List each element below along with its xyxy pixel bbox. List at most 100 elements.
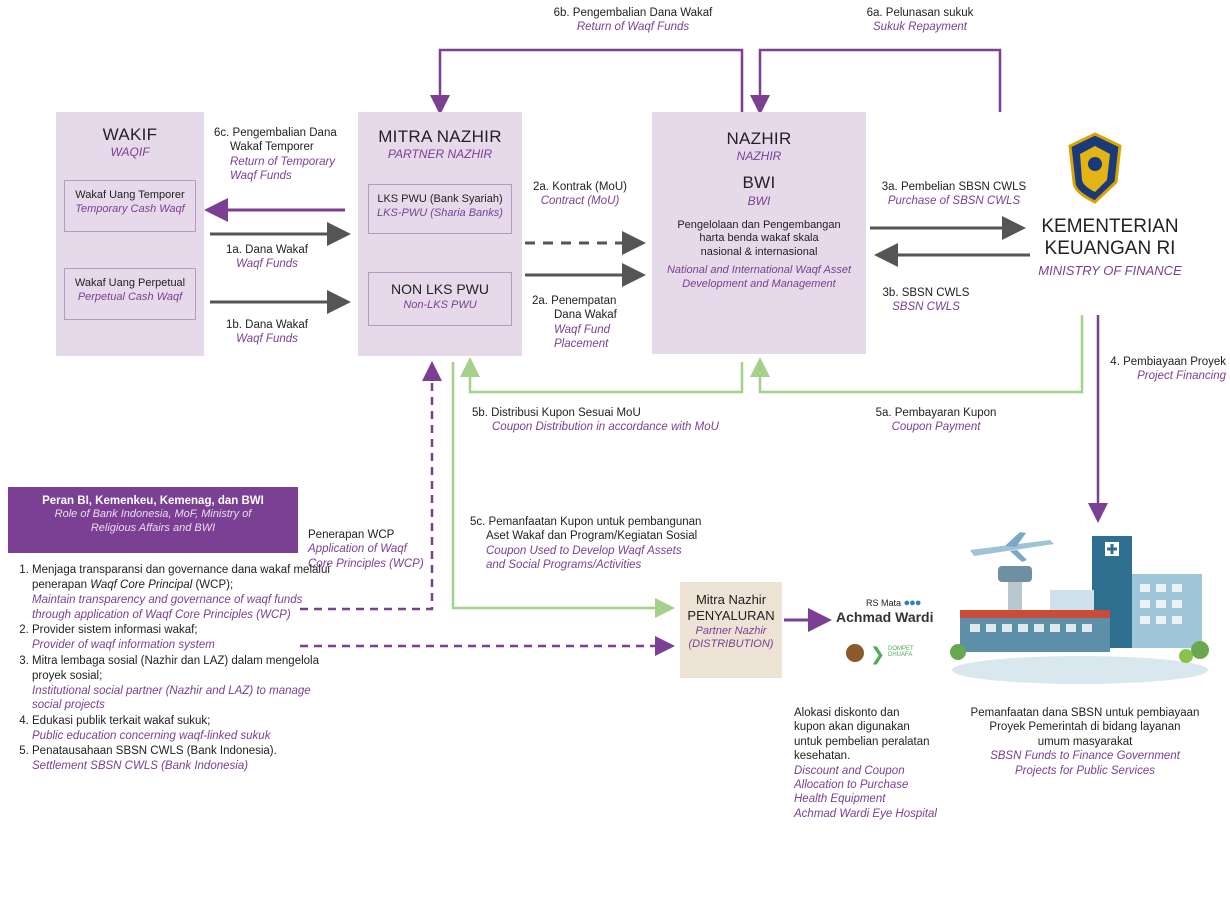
label-3a-id: 3a. Pembelian SBSN CWLS [881, 181, 1027, 193]
nazhir-bwi-box: NAZHIR NAZHIR BWI BWI Pengelolaan dan Pe… [652, 112, 866, 354]
sbsn-use-en-2: Projects for Public Services [1015, 764, 1155, 777]
label-wcp-id: Penerapan WCP [308, 529, 395, 541]
lks-pwu-id: LKS PWU (Bank Syariah) [377, 193, 503, 205]
label-4-id: 4. Pembiayaan Proyek [1110, 356, 1226, 368]
nazhir-desc-1: Pengelolaan dan Pengembangan [677, 218, 841, 231]
nazhir-desc-en-1: National and International Waqf Asset [666, 263, 852, 276]
label-5c-id2: Aset Wakaf dan Program/Kegiatan Sosial [486, 530, 698, 543]
label-6b: 6b. Pengembalian Dana Wakaf Return of Wa… [528, 6, 738, 35]
nazhir-desc-en-2: Development and Management [682, 277, 836, 290]
roles-en-2: Religious Affairs and BWI [90, 522, 216, 535]
roles-item-5-id: Penatausahaan SBSN CWLS (Bank Indonesia)… [32, 745, 277, 758]
bwi-title: BWI [742, 173, 776, 193]
roles-item-1-tail: (WCP); [192, 579, 234, 592]
temporary-cash-waqf-box: Wakaf Uang Temporer Temporary Cash Waqf [64, 180, 196, 232]
label-1b: 1b. Dana Wakaf Waqf Funds [212, 318, 322, 347]
roles-item-1-en: Maintain transparency and governance of … [32, 594, 303, 621]
label-2a-placement-id2: Dana Wakaf [554, 309, 617, 322]
label-3b: 3b. SBSN CWLS SBSN CWLS [866, 286, 986, 315]
non-lks-pwu-en: Non-LKS PWU [403, 298, 477, 311]
non-lks-pwu-box: NON LKS PWU Non-LKS PWU [368, 272, 512, 326]
perpetual-cash-waqf-en: Perpetual Cash Waqf [77, 290, 183, 303]
mitra-nazhir-title: MITRA NAZHIR [378, 127, 502, 146]
mitra-nazhir-box: MITRA NAZHIR PARTNER NAZHIR LKS PWU (Ban… [358, 112, 522, 356]
discount-en-3: Health Equipment [794, 793, 886, 806]
label-5c-en2: and Social Programs/Activities [486, 559, 642, 572]
mitra-nazhir-subtitle: PARTNER NAZHIR [387, 147, 493, 162]
roles-list: Menjaga transparansi dan governance dana… [8, 563, 332, 775]
discount-id-4: kesehatan. [794, 750, 851, 763]
label-6c: 6c. Pengembalian Dana Wakaf Temporer Ret… [214, 126, 349, 184]
arrow-5b [460, 357, 744, 394]
roles-item-2-en: Provider of waqf information system [32, 639, 215, 652]
sbsn-use-id-3: umum masyarakat [1037, 735, 1133, 748]
temporary-cash-waqf-id: Wakaf Uang Temporer [75, 189, 185, 201]
perpetual-cash-waqf-id: Wakaf Uang Perpetual [74, 277, 186, 289]
label-5a: 5a. Pembayaran Kupon Coupon Payment [846, 406, 1026, 435]
arrow-wcp-mitra [300, 361, 442, 611]
nazhir-desc-3: nasional & internasional [700, 246, 818, 258]
distribution-en2: (DISTRIBUTION) [688, 638, 774, 651]
nazhir-title: NAZHIR [726, 129, 792, 148]
ministry-block: KEMENTERIAN KEUANGAN RI MINISTRY OF FINA… [1010, 216, 1210, 279]
label-6c-en2: Waqf Funds [230, 170, 292, 183]
roles-item-4-en: Public education concerning waqf-linked … [32, 729, 271, 742]
arrow-5a [750, 315, 1084, 394]
discount-id-2: kupon akan digunakan [794, 721, 910, 734]
label-4: 4. Pembiayaan Proyek Project Financing [1106, 355, 1226, 384]
label-6c-id1: 6c. Pengembalian Dana [214, 127, 337, 139]
label-1b-id: 1b. Dana Wakaf [225, 319, 309, 331]
roles-item-2-id: Provider sistem informasi wakaf; [32, 624, 198, 637]
roles-item-1: Menjaga transparansi dan governance dana… [32, 563, 332, 622]
label-6a: 6a. Pelunasan sukuk Sukuk Repayment [820, 6, 1020, 35]
label-1a-en: Waqf Funds [236, 258, 298, 271]
roles-item-5-en: Settlement SBSN CWLS (Bank Indonesia) [32, 760, 249, 773]
label-wcp-en1: Application of Waqf [308, 543, 407, 556]
label-3a-en: Purchase of SBSN CWLS [887, 195, 1021, 208]
label-5a-id: 5a. Pembayaran Kupon [875, 407, 997, 419]
public-services-illustration [950, 532, 1209, 684]
hospital-dots-icon: ●●● [903, 597, 922, 609]
label-2a-contract-en: Contract (MoU) [540, 195, 620, 208]
roles-item-3: Mitra lembaga sosial (Nazhir dan LAZ) da… [32, 654, 332, 713]
arrow-6a [750, 48, 1002, 115]
dompet-dhuafa-logo-icon: ❯ [870, 644, 886, 664]
label-2a-placement: 2a. Penempatan Dana Wakaf Waqf Fund Plac… [532, 294, 642, 352]
label-5b-id: 5b. Distribusi Kupon Sesuai MoU [472, 407, 641, 419]
label-1a-id: 1a. Dana Wakaf [225, 244, 309, 256]
discount-en-2: Allocation to Purchase [794, 778, 909, 791]
perpetual-cash-waqf-box: Wakaf Uang Perpetual Perpetual Cash Waqf [64, 268, 196, 320]
non-lks-pwu-id: NON LKS PWU [390, 281, 489, 297]
label-5c: 5c. Pemanfaatan Kupon untuk pembangunan … [470, 515, 730, 573]
label-5b: 5b. Distribusi Kupon Sesuai MoU Coupon D… [472, 406, 742, 435]
label-2a-placement-en1: Waqf Fund [554, 323, 611, 336]
discount-en-4: Achmad Wardi Eye Hospital [794, 807, 937, 820]
label-2a-placement-id1: 2a. Penempatan [532, 295, 617, 307]
roles-header: Peran BI, Kemenkeu, Kemenag, dan BWI Rol… [8, 487, 298, 553]
distribution-line1: Mitra Nazhir [695, 592, 767, 607]
partner-logos: ❯ DOMPET DHUAFA [846, 642, 956, 668]
label-2a-contract: 2a. Kontrak (MoU) Contract (MoU) [530, 180, 630, 209]
discount-id-3: untuk pembelian peralatan [794, 735, 930, 748]
label-5c-id1: 5c. Pemanfaatan Kupon untuk pembangunan [470, 516, 702, 528]
label-5b-en: Coupon Distribution in accordance with M… [492, 421, 719, 434]
label-6a-id: 6a. Pelunasan sukuk [866, 7, 974, 19]
hospital-logo: RS Mata ●●● Achmad Wardi [836, 597, 946, 627]
discount-id-1: Alokasi diskonto dan [794, 707, 900, 719]
dompet-dhuafa-text: DOMPET DHUAFA [888, 646, 914, 658]
label-3a: 3a. Pembelian SBSN CWLS Purchase of SBSN… [874, 180, 1034, 209]
ministry-line1: KEMENTERIAN [1041, 216, 1179, 237]
roles-item-4-id: Edukasi publik terkait wakaf sukuk; [32, 714, 211, 727]
roles-item-1-id: Menjaga transparansi dan governance dana… [32, 564, 330, 592]
roles-item-3-en: Institutional social partner (Nazhir and… [32, 684, 311, 712]
nazhir-desc-2: harta benda wakaf skala [699, 232, 819, 245]
sbsn-use-en-1: SBSN Funds to Finance Government [990, 750, 1180, 763]
wakif-subtitle: WAQIF [110, 145, 150, 160]
sbsn-use-text: Pemanfaatan dana SBSN untuk pembiayaan P… [960, 706, 1210, 778]
label-1b-en: Waqf Funds [236, 333, 298, 346]
wakif-box: WAKIF WAQIF Wakaf Uang Temporer Temporar… [56, 112, 204, 356]
roles-body-bg [8, 553, 298, 915]
label-6b-id: 6b. Pengembalian Dana Wakaf [553, 7, 713, 19]
label-wcp-en2: Core Principles (WCP) [308, 557, 424, 570]
